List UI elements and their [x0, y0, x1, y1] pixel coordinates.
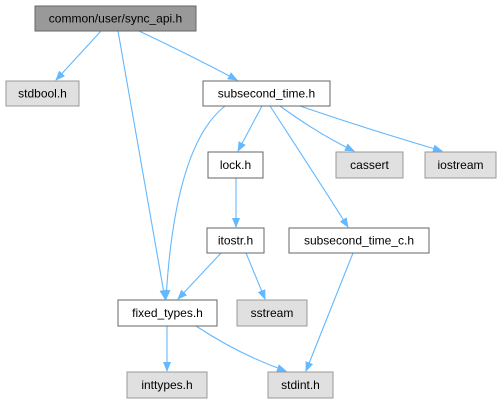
node-box	[126, 371, 208, 399]
node-box	[236, 299, 308, 327]
nodes-layer: common/user/sync_api.h stdbool.h subsecond…	[5, 5, 497, 399]
node-box	[207, 151, 264, 179]
node-label: common/user/sync_api.h	[49, 12, 182, 26]
node-box	[288, 227, 430, 254]
node-label: stdint.h	[281, 378, 320, 392]
node-stdbool: stdbool.h	[5, 80, 80, 107]
node-label: subsecond_time_c.h	[304, 234, 414, 248]
edge-itostr-to-fixed-types	[177, 252, 222, 300]
node-iostream: iostream	[424, 151, 497, 179]
node-cassert: cassert	[335, 151, 404, 179]
node-label: sstream	[251, 306, 294, 320]
node-inttypes: inttypes.h	[126, 371, 208, 399]
node-stdint: stdint.h	[267, 371, 334, 399]
node-itostr[interactable]: itostr.h	[206, 227, 265, 254]
node-label: subsecond_time.h	[218, 87, 315, 101]
node-box	[424, 151, 497, 179]
edge-subsecond-time-to-iostream	[299, 105, 443, 153]
node-label: inttypes.h	[141, 378, 192, 392]
node-lock[interactable]: lock.h	[207, 151, 264, 179]
node-sync-api: common/user/sync_api.h	[34, 5, 197, 32]
node-label: fixed_types.h	[132, 306, 203, 320]
edge-itostr-to-sstream	[245, 252, 266, 300]
edges-layer	[55, 30, 443, 372]
node-sstream: sstream	[236, 299, 308, 327]
edge-subsecond-time-to-fixed-types	[162, 105, 226, 300]
edge-sync-api-to-subsecond-time	[138, 30, 238, 81]
node-box	[335, 151, 404, 179]
node-label: itostr.h	[218, 234, 253, 248]
node-box	[5, 80, 80, 107]
node-box	[34, 5, 197, 32]
node-box	[202, 80, 331, 107]
node-label: stdbool.h	[18, 87, 67, 101]
edge-sync-api-to-stdbool	[55, 30, 102, 81]
node-box	[117, 299, 218, 327]
node-subsecond-time[interactable]: subsecond_time.h	[202, 80, 331, 107]
node-box	[206, 227, 265, 254]
node-label: iostream	[437, 158, 483, 172]
edge-sync-api-to-fixed-types	[117, 30, 168, 300]
edge-subsecond-time-to-subsecond-time-c	[269, 105, 349, 228]
edge-subsecond-time-c-to-stdint	[305, 252, 354, 372]
edge-subsecond-time-to-cassert	[279, 105, 355, 152]
edge-subsecond-time-to-lock	[237, 105, 263, 152]
node-label: lock.h	[220, 158, 251, 172]
node-box	[267, 371, 334, 399]
node-subsecond-time-c[interactable]: subsecond_time_c.h	[288, 227, 430, 254]
edge-fixed-types-to-stdint	[195, 325, 287, 372]
node-fixed-types[interactable]: fixed_types.h	[117, 299, 218, 327]
node-label: cassert	[350, 158, 389, 172]
